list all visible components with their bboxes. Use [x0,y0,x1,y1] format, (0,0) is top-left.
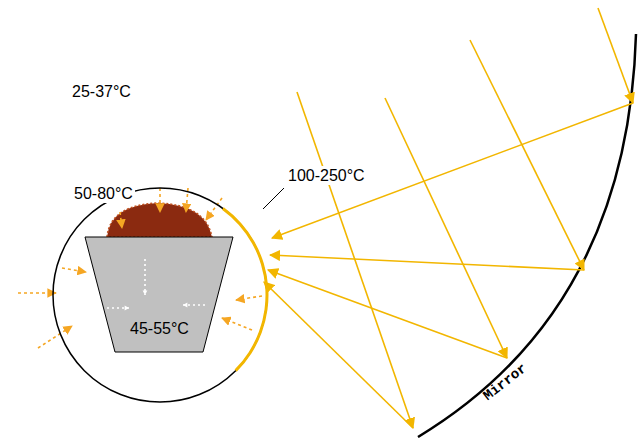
heat-arrow [159,188,161,212]
arrow-head [125,306,129,311]
sun-rays [264,8,633,428]
pot-outline [85,237,233,352]
reflected-ray [270,255,584,270]
heat-arrow [120,212,122,228]
reflected-ray [272,103,633,238]
heat-arrow [38,326,72,348]
heat-arrow [236,296,262,300]
heat-arrow [62,268,86,272]
leader-line [263,188,284,209]
temperature-label: 50-80°C [72,184,135,203]
temperature-label: 25-37°C [72,82,131,101]
oven-circle: 50-80°C 45-55°C [52,187,268,403]
incoming-ray [297,92,413,428]
incoming-ray [598,8,633,103]
heat-arrow [222,318,252,330]
cooking-pot: 45-55°C [85,237,233,352]
reflected-ray [268,270,507,358]
part-name: Mirror [480,360,530,404]
heat-arrow [206,198,222,220]
temperature-label: 45-55°C [130,319,189,338]
incoming-ray [470,40,584,270]
heat-conduction-arrow [144,259,146,295]
heat-arrow [18,292,56,294]
temperature-label: 100-250°C [286,166,367,185]
heated-wall-arc [222,207,268,371]
mirror-arc [418,34,636,437]
reflected-ray [264,282,413,428]
arrow-head [183,303,187,308]
arrow-head [143,291,148,295]
